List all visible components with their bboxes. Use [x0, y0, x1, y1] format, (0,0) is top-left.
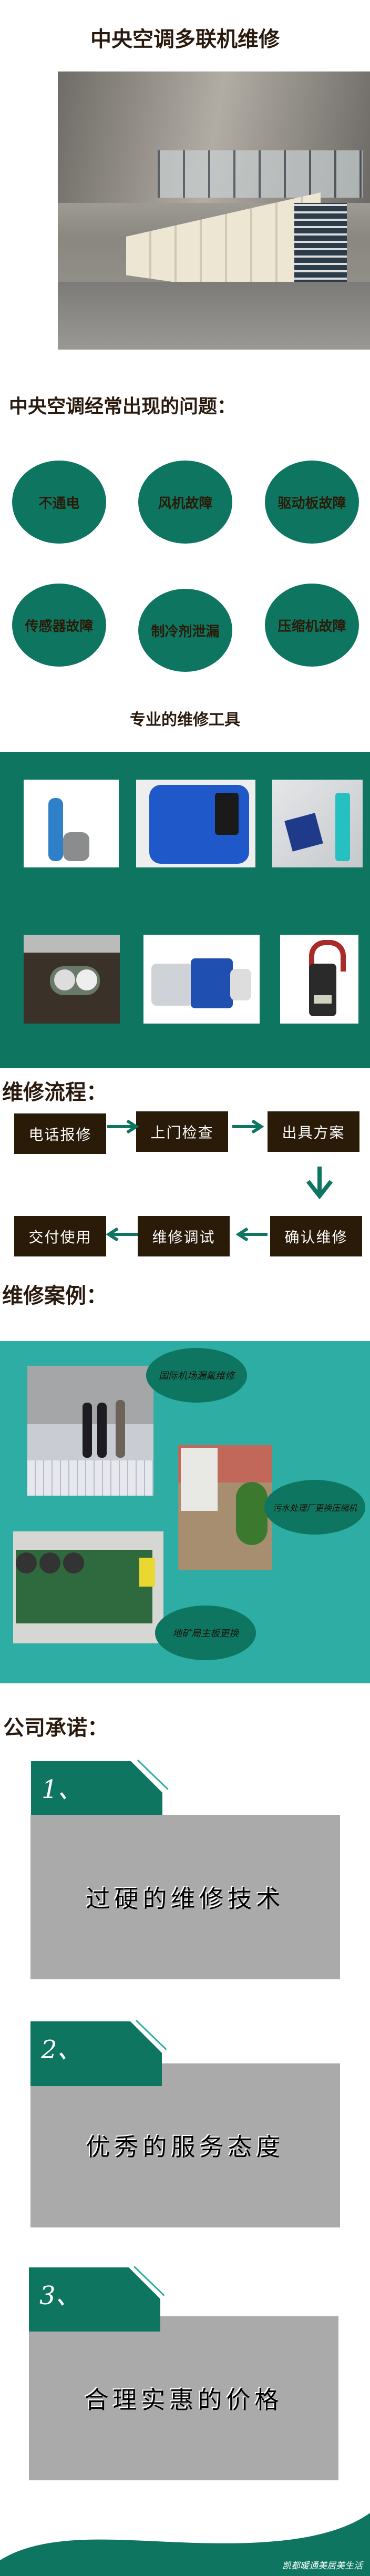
case-label-airport: 国际机场漏氟维修 — [146, 1348, 247, 1403]
cases-heading: 维修案例： — [2, 1283, 107, 1308]
photo-mainboard-case — [13, 1531, 163, 1643]
case-label-sewage-plant: 污水处理厂更换压缩机 — [264, 1480, 365, 1535]
problem-driver-board-fault: 驱动板故障 — [265, 461, 359, 544]
photo-clamp-meter — [280, 935, 358, 1024]
footer-wave — [0, 2513, 370, 2576]
promise-card-service: 优秀的服务态度 — [30, 2063, 340, 2227]
step-deliver-use: 交付使用 — [14, 1216, 106, 1256]
photo-sewage-plant-case — [178, 1445, 272, 1570]
tools-heading: 专业的维修工具 — [130, 711, 240, 729]
photo-outdoor-units — [58, 71, 370, 350]
case-label-mainboard: 地矿局主板更换 — [155, 1606, 256, 1660]
photo-welding-torch-kit — [24, 780, 119, 867]
process-heading: 维修流程： — [2, 1080, 107, 1105]
problems-heading: 中央空调经常出现的问题： — [9, 395, 237, 417]
problem-refrigerant-leak: 制冷剂泄漏 — [138, 589, 232, 672]
arrow-right-icon — [107, 1120, 139, 1133]
problem-sensor-fault: 传感器故障 — [12, 584, 106, 667]
step-confirm-repair: 确认维修 — [270, 1216, 362, 1256]
promise-heading: 公司承诺： — [3, 1715, 108, 1740]
problem-compressor-fault: 压缩机故障 — [265, 584, 359, 667]
step-repair-debug: 维修调试 — [138, 1216, 230, 1256]
step-issue-plan: 出具方案 — [268, 1111, 359, 1152]
arrow-left-icon — [106, 1228, 138, 1241]
arrow-right-icon — [232, 1120, 264, 1133]
step-onsite-inspection: 上门检查 — [136, 1111, 228, 1152]
page-title: 中央空调多联机维修 — [90, 27, 280, 52]
photo-manifold-gauge — [24, 935, 120, 1024]
step-phone-report: 电话报修 — [14, 1113, 106, 1154]
footer-slogan: 凯都暖通美居美生活 — [282, 2561, 363, 2571]
arrow-down-icon — [306, 1167, 333, 1199]
photo-vacuum-pump — [143, 935, 260, 1024]
promise-number-1: 1、 — [31, 1761, 162, 1815]
photo-refrigerant-recovery-machine — [136, 780, 255, 867]
problem-fan-fault: 风机故障 — [138, 461, 232, 544]
problem-no-power: 不通电 — [12, 461, 106, 544]
photo-airport-case — [27, 1366, 153, 1496]
promise-number-3: 3、 — [29, 2267, 160, 2332]
arrow-left-icon — [236, 1228, 268, 1241]
promise-card-price: 合理实惠的价格 — [29, 2316, 338, 2480]
promise-card-technique: 过硬的维修技术 — [30, 1815, 340, 1979]
photo-leak-detector — [272, 780, 363, 867]
promise-number-2: 2、 — [30, 2021, 162, 2086]
